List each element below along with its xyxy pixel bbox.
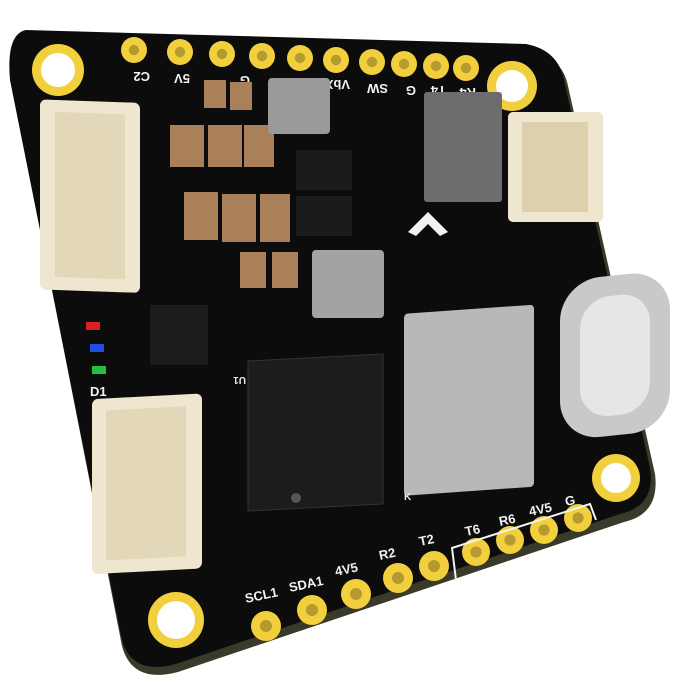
pad-hole bbox=[572, 512, 584, 524]
pad-hole bbox=[216, 48, 228, 60]
pad-hole bbox=[470, 546, 482, 558]
mcu-pin1-dot bbox=[291, 493, 301, 503]
top-pad-row bbox=[121, 37, 479, 81]
pad-label: T6 bbox=[464, 521, 482, 539]
heatsink-chip bbox=[424, 92, 502, 202]
pad-hole bbox=[306, 604, 318, 616]
left-connector-top bbox=[40, 99, 140, 293]
left-connector-bottom bbox=[92, 393, 202, 574]
capacitor-bank bbox=[170, 80, 298, 288]
pad-hole bbox=[392, 572, 404, 584]
led-label: D1 bbox=[90, 384, 107, 399]
pad-label: G bbox=[406, 83, 416, 98]
pad-hole bbox=[430, 60, 442, 72]
pad-hole bbox=[504, 534, 516, 546]
pad-hole bbox=[398, 58, 410, 70]
pad-hole bbox=[366, 56, 378, 68]
pad-hole bbox=[460, 62, 472, 74]
led-green bbox=[92, 366, 106, 374]
pad-label: SW bbox=[366, 81, 388, 96]
orientation-mark: K bbox=[404, 492, 412, 503]
sd-card-slot bbox=[404, 304, 534, 496]
pad-hole bbox=[128, 44, 140, 56]
pad-hole bbox=[256, 50, 268, 62]
pad-label: G bbox=[564, 492, 577, 509]
inductor bbox=[312, 250, 384, 318]
pad-label: 4V5 bbox=[334, 559, 360, 578]
pad-label: 5V bbox=[174, 71, 190, 86]
pad-label: C2 bbox=[133, 69, 150, 84]
silk-bracket bbox=[450, 502, 597, 581]
pad-hole bbox=[350, 588, 362, 600]
usb-c-port-icon bbox=[560, 273, 670, 438]
pad-hole bbox=[294, 52, 306, 64]
led-blue bbox=[90, 344, 104, 352]
pad-label: 4V5 bbox=[528, 499, 554, 518]
pad-label: R6 bbox=[498, 511, 517, 529]
arrow-chevron-logo-icon bbox=[408, 212, 448, 236]
pad-hole bbox=[428, 560, 440, 572]
mosfet bbox=[296, 150, 352, 190]
pad-label: G bbox=[240, 73, 250, 88]
pad-label: R2 bbox=[378, 545, 397, 563]
bottom-pad-labels: SCL1 SDA1 4V5 R2 T2 T6 R6 4V5 G bbox=[244, 492, 577, 606]
pad-label: SCL1 bbox=[244, 584, 280, 606]
pad-hole bbox=[260, 620, 272, 632]
mounting-holes bbox=[32, 44, 640, 648]
mosfet bbox=[296, 196, 352, 236]
pad-hole bbox=[538, 524, 550, 536]
pad-label: SDA1 bbox=[288, 573, 325, 595]
gyro-chip bbox=[150, 305, 208, 365]
pad-label: VbX bbox=[324, 77, 350, 92]
right-connector bbox=[508, 112, 603, 222]
pad-hole bbox=[174, 46, 186, 58]
chip-label: U1 bbox=[233, 374, 246, 385]
pad-label: T2 bbox=[418, 531, 436, 549]
inductor bbox=[268, 78, 330, 134]
pad-hole bbox=[330, 54, 342, 66]
main-mcu bbox=[247, 353, 384, 512]
bottom-left-pad-row bbox=[251, 551, 449, 641]
led-red bbox=[86, 322, 100, 330]
